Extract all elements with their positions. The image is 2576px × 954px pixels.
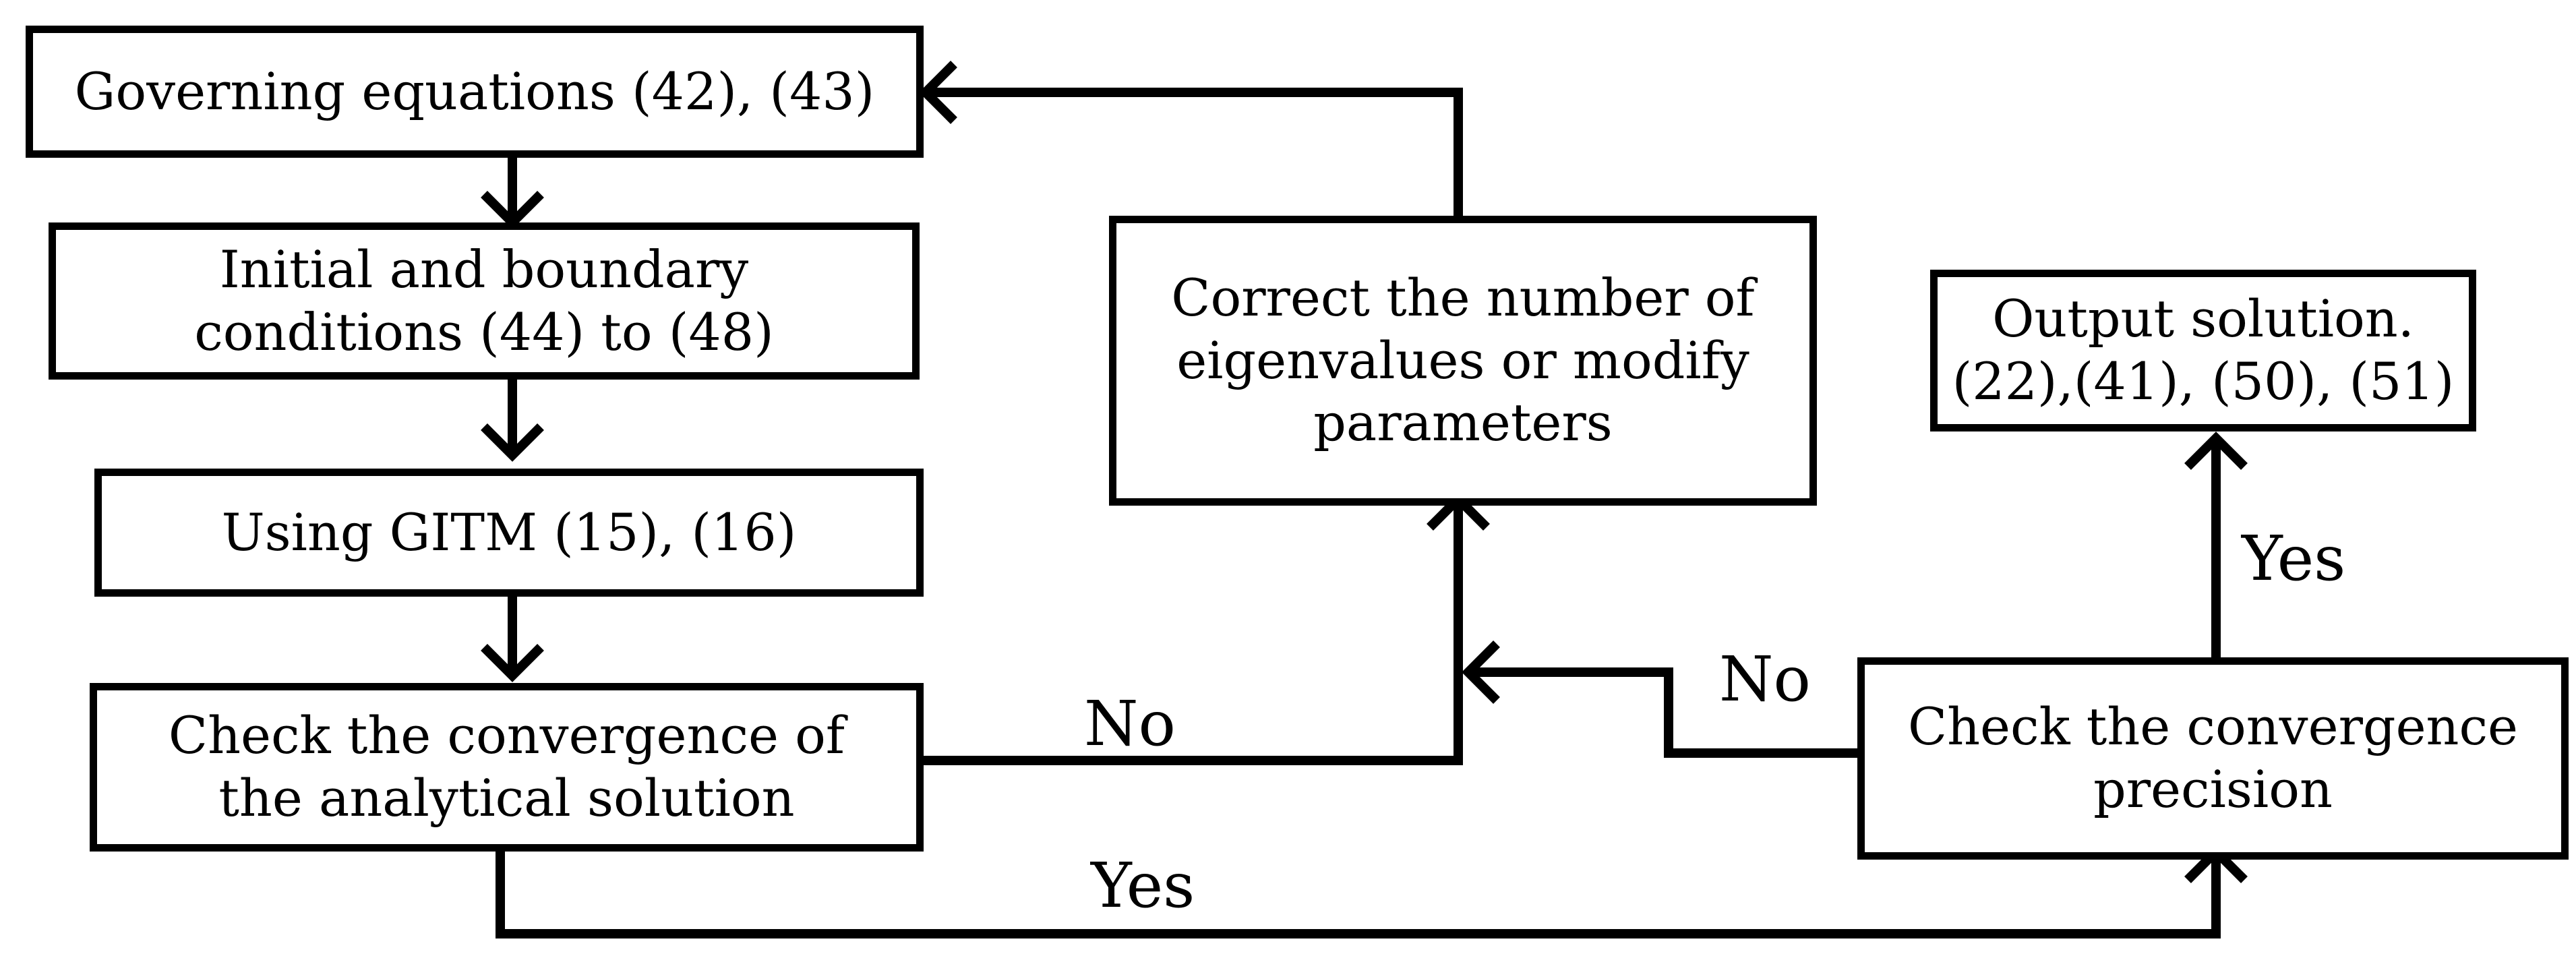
check-analytical-box: Check the convergence of the analytical … (90, 683, 924, 852)
arrow-governing-to-initial (481, 156, 544, 229)
output-solution-box: Output solution. (22),(41), (50), (51) (1930, 270, 2476, 431)
yes-label-precision: Yes (2242, 523, 2346, 595)
gitm-box: Using GITM (15), (16) (94, 469, 924, 597)
arrow-check-to-correct (920, 492, 1490, 765)
governing-equations-box: Governing equations (42), (43) (26, 26, 924, 158)
arrow-gitm-to-check (481, 595, 544, 682)
arrow-precision-to-output (2184, 431, 2248, 657)
correct-eigenvalues-box: Correct the number of eigenvalues or mod… (1109, 216, 1817, 506)
initial-boundary-box: Initial and boundary conditions (44) to … (49, 222, 920, 380)
arrow-initial-to-gitm (481, 378, 544, 462)
arrow-precision-to-correct (1462, 640, 1861, 758)
no-label-analytical: No (1084, 688, 1176, 760)
arrow-correct-to-governing (919, 61, 1463, 216)
no-label-precision: No (1719, 643, 1811, 715)
arrow-check-to-precision (496, 845, 2248, 938)
yes-label-analytical: Yes (1091, 849, 1195, 922)
check-precision-box: Check the convergence precision (1857, 657, 2569, 860)
